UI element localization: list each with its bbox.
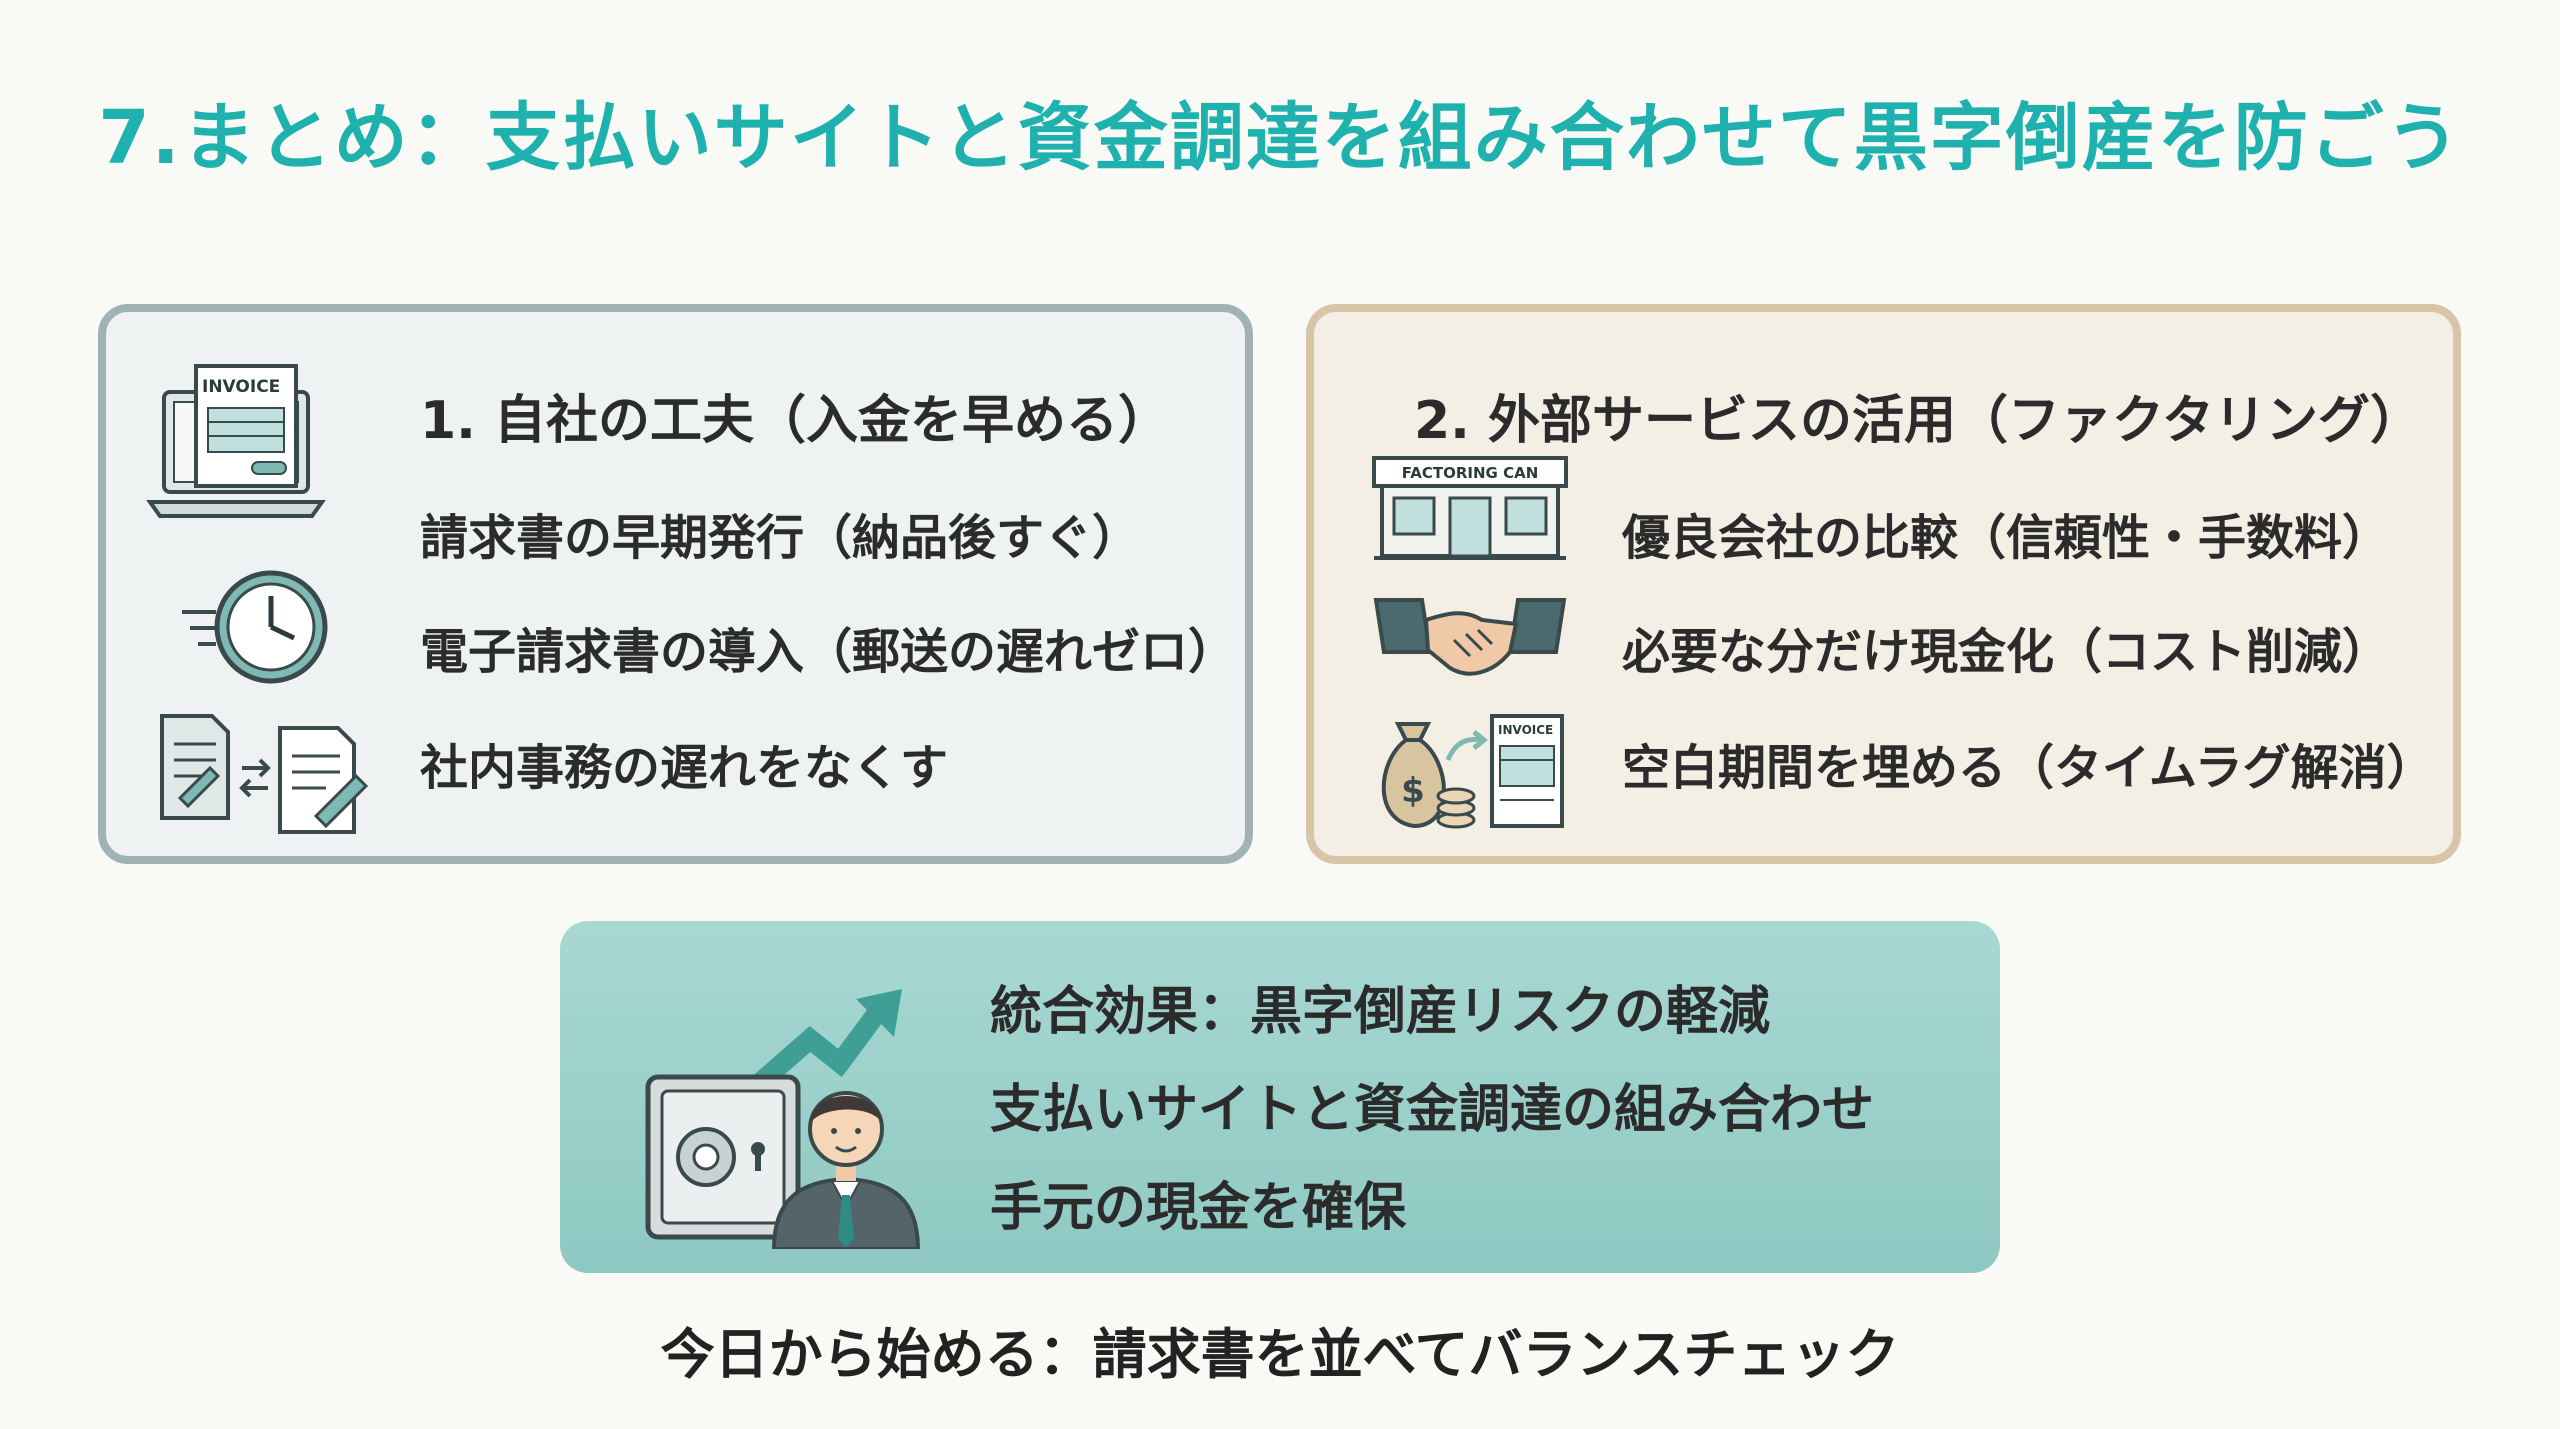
document-exchange-icon <box>160 714 369 834</box>
svg-text:$: $ <box>1401 771 1425 811</box>
right-item-fill-gap: 空白期間を埋める（タイムラグ解消） <box>1622 740 2435 796</box>
summary-item-risk-reduction: 統合効果：黒字倒産リスクの軽減 <box>990 982 1771 1042</box>
left-item-early-invoicing: 請求書の早期発行（納品後すぐ） <box>420 510 1141 566</box>
summary-item-combination: 支払いサイトと資金調達の組み合わせ <box>990 1080 1875 1140</box>
external-services-panel: FACTORING CAN $ INVOICE 2. 外部サービスの活用（ファク… <box>1306 304 2461 864</box>
safe-growth-businessman-icon <box>645 989 921 1249</box>
money-bag-invoice-icon: $ INVOICE <box>1381 714 1564 829</box>
in-house-measures-title: 1. 自社の工夫（入金を早める） <box>420 391 1171 451</box>
svg-text:INVOICE: INVOICE <box>202 377 280 397</box>
svg-text:FACTORING CAN: FACTORING CAN <box>1402 464 1539 482</box>
laptop-invoice-icon: INVOICE <box>146 364 326 518</box>
page-title: 7.まとめ：支払いサイトと資金調達を組み合わせて黒字倒産を防ごう <box>98 95 2462 181</box>
svg-text:INVOICE: INVOICE <box>1498 723 1553 737</box>
integrated-effect-panel: 統合効果：黒字倒産リスクの軽減 支払いサイトと資金調達の組み合わせ 手元の現金を… <box>560 921 2000 1273</box>
call-to-action: 今日から始める：請求書を並べてバランスチェック <box>660 1323 1900 1386</box>
summary-item-secure-cash: 手元の現金を確保 <box>990 1178 1407 1238</box>
in-house-measures-panel: INVOICE 1. 自社の工夫（入金を早める） 請求書の早期発行（納品後すぐ）… <box>98 304 1253 864</box>
right-item-compare-companies: 優良会社の比較（信頼性・手数料） <box>1622 510 2391 566</box>
clock-icon <box>182 570 328 684</box>
external-services-title: 2. 外部サービスの活用（ファクタリング） <box>1414 391 2422 451</box>
left-item-no-delays: 社内事務の遅れをなくす <box>420 740 949 796</box>
left-item-e-invoice: 電子請求書の導入（郵送の遅れゼロ） <box>420 624 1237 680</box>
factoring-shop-icon: FACTORING CAN <box>1372 456 1568 560</box>
right-item-cash-as-needed: 必要な分だけ現金化（コスト削減） <box>1622 624 2391 680</box>
handshake-icon <box>1373 598 1567 676</box>
